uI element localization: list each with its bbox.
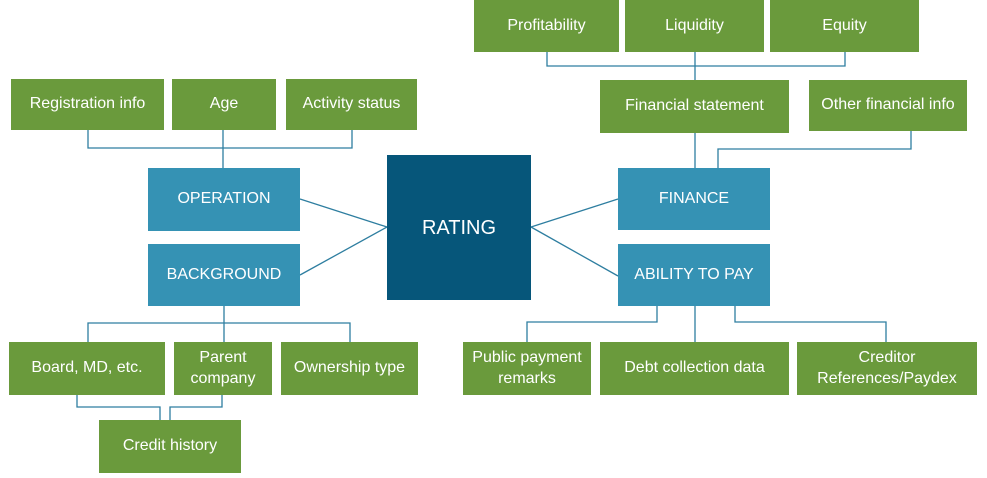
ability-to-pay-node: ABILITY TO PAY xyxy=(618,244,770,306)
credit-history-node: Credit history xyxy=(99,420,241,473)
connector-credit-history xyxy=(76,395,223,420)
other-financial-info-node: Other financial info xyxy=(809,80,967,131)
age-node: Age xyxy=(172,79,276,130)
ownership-type-node: Ownership type xyxy=(281,342,418,395)
financial-statement-node: Financial statement xyxy=(600,80,789,133)
connector-operation-rating xyxy=(299,198,388,228)
public-payment-remarks-node: Public payment remarks xyxy=(463,342,591,395)
background-node: BACKGROUND xyxy=(148,244,300,306)
connector-other-financial xyxy=(717,131,912,168)
profitability-node: Profitability xyxy=(474,0,619,52)
debt-collection-data-node: Debt collection data xyxy=(600,342,789,395)
parent-company-node: Parent company xyxy=(174,342,272,395)
board-md-node: Board, MD, etc. xyxy=(9,342,165,395)
equity-node: Equity xyxy=(770,0,919,52)
connector-finance-breakdown xyxy=(546,52,846,80)
rating-label: RATING xyxy=(421,216,497,239)
connector-background-items xyxy=(87,306,351,342)
connector-ability-items xyxy=(526,306,887,342)
connector-background-rating xyxy=(299,226,388,276)
liquidity-node: Liquidity xyxy=(625,0,764,52)
connector-finance-rating xyxy=(530,198,619,228)
connector-operation-items xyxy=(87,130,353,168)
creditor-references-node: Creditor References/Paydex xyxy=(797,342,977,395)
activity-status-node: Activity status xyxy=(286,79,417,130)
connector-ability-rating xyxy=(530,226,619,277)
rating-node: RATING xyxy=(387,155,531,300)
operation-node: OPERATION xyxy=(148,168,300,231)
finance-node: FINANCE xyxy=(618,168,770,230)
registration-info-node: Registration info xyxy=(11,79,164,130)
